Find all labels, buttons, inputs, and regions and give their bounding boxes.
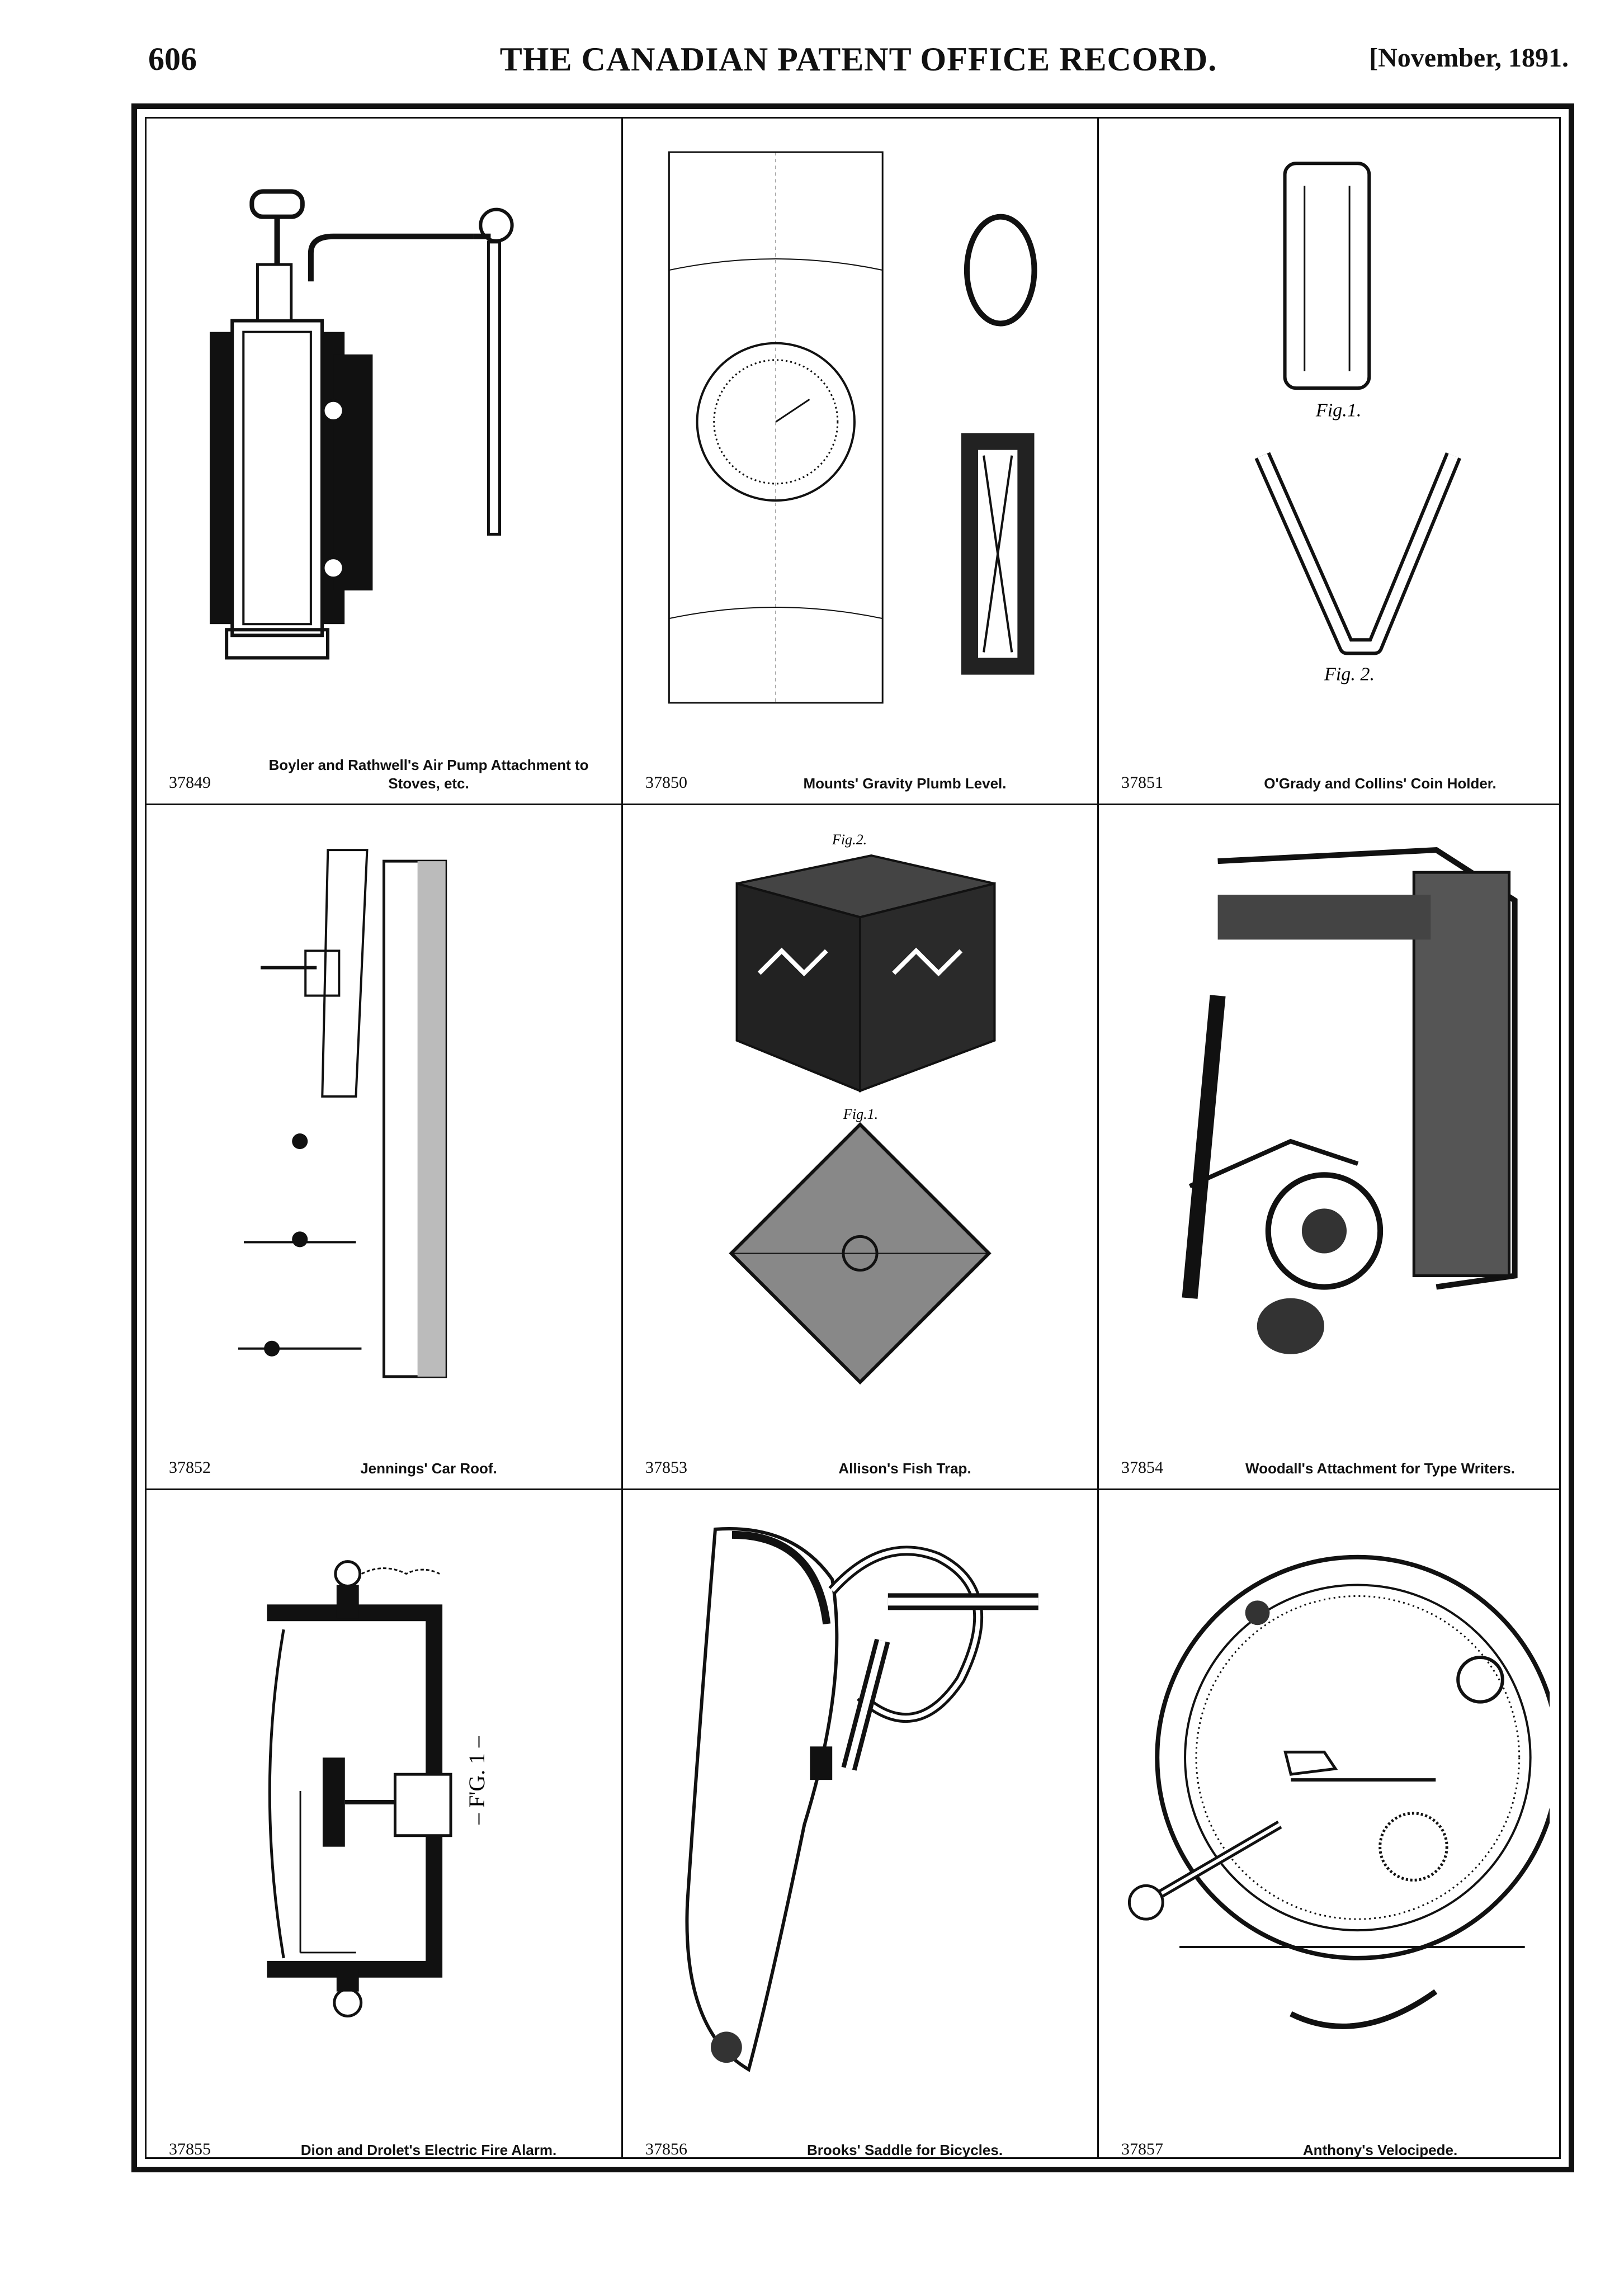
patent-number: 37853 <box>645 1458 687 1477</box>
grid-divider-vertical-1 <box>621 119 623 2157</box>
patent-cell-37857: 37857 Anthony's Velocipede. <box>1099 1490 1572 2170</box>
patent-number: 37854 <box>1121 1458 1163 1477</box>
patent-number: 37855 <box>169 2140 211 2158</box>
air-pump-drawing <box>169 141 599 720</box>
grid-divider-vertical-2 <box>1097 119 1099 2157</box>
coin-holder-drawing: Fig.1. Fig. 2. <box>1121 141 1550 720</box>
patent-number: 37850 <box>645 773 687 792</box>
bicycle-saddle-drawing <box>645 1513 1075 2086</box>
grid-divider-horizontal-2 <box>147 1488 1559 1490</box>
plumb-level-illustration <box>668 151 1037 704</box>
patent-number: 37849 <box>169 773 211 792</box>
typewriter-attachment-drawing <box>1121 828 1550 1405</box>
fire-alarm-illustration: – F'G. 1 – <box>267 1560 489 2017</box>
patent-caption: 37850 Mounts' Gravity Plumb Level. <box>645 736 1080 792</box>
patent-title: Boyler and Rathwell's Air Pump Attachmen… <box>268 757 589 792</box>
patent-cell-37849: 37849 Boyler and Rathwell's Air Pump Att… <box>147 119 621 804</box>
typewriter-attachment-illustration <box>1182 847 1518 1354</box>
patent-number: 37857 <box>1121 2140 1163 2158</box>
publication-title: THE CANADIAN PATENT OFFICE RECORD. <box>499 41 1217 78</box>
issue-date: [November, 1891. <box>1369 43 1569 73</box>
patent-title: Allison's Fish Trap. <box>838 1459 971 1477</box>
patent-caption: 37855 Dion and Drolet's Electric Fire Al… <box>169 2103 605 2159</box>
patent-cell-37850: 37850 Mounts' Gravity Plumb Level. <box>623 119 1097 804</box>
patent-title: Brooks' Saddle for Bicycles. <box>806 2141 1003 2158</box>
car-roof-illustration <box>238 849 447 1378</box>
patent-cell-37856: 37856 Brooks' Saddle for Bicycles. <box>623 1490 1097 2170</box>
velocipede-illustration <box>1127 1554 1550 2029</box>
patent-number: 37852 <box>169 1458 211 1477</box>
coin-holder-illustration: Fig.1. Fig. 2. <box>1254 162 1461 685</box>
patent-number: 37851 <box>1121 773 1163 792</box>
plumb-level-drawing <box>645 141 1075 720</box>
patent-caption: 37849 Boyler and Rathwell's Air Pump Att… <box>169 736 605 792</box>
fish-trap-drawing: Fig.2. Fig.1. <box>645 828 1075 1405</box>
patent-cell-37854: 37854 Woodall's Attachment for Type Writ… <box>1099 805 1572 1488</box>
air-pump-illustration <box>209 189 514 660</box>
patent-cell-37855: – F'G. 1 – 37855 Dion and Drolet's Elect… <box>147 1490 621 2170</box>
fish-trap-illustration: Fig.2. Fig.1. <box>729 831 996 1385</box>
patent-title: Dion and Drolet's Electric Fire Alarm. <box>300 2141 557 2158</box>
patent-title: Anthony's Velocipede. <box>1302 2141 1458 2158</box>
plate-frame: 37849 Boyler and Rathwell's Air Pump Att… <box>131 103 1574 2172</box>
patent-title: O'Grady and Collins' Coin Holder. <box>1264 774 1496 792</box>
patent-title: Mounts' Gravity Plumb Level. <box>803 774 1007 792</box>
patent-caption: 37853 Allison's Fish Trap. <box>645 1421 1080 1477</box>
bicycle-saddle-illustration <box>685 1527 1038 2072</box>
figure-label: Fig. 2. <box>1324 664 1375 685</box>
figure-label: Fig.1. <box>1315 400 1362 420</box>
patent-caption: 37854 Woodall's Attachment for Type Writ… <box>1121 1421 1555 1477</box>
patent-caption: 37851 O'Grady and Collins' Coin Holder. <box>1121 736 1555 792</box>
patent-caption: 37852 Jennings' Car Roof. <box>169 1421 605 1477</box>
car-roof-drawing <box>169 828 599 1405</box>
velocipede-drawing <box>1121 1513 1550 2086</box>
fire-alarm-drawing: – F'G. 1 – <box>169 1513 599 2086</box>
patent-caption: 37856 Brooks' Saddle for Bicycles. <box>645 2103 1080 2159</box>
patent-cell-37852: 37852 Jennings' Car Roof. <box>147 805 621 1488</box>
plate-grid: 37849 Boyler and Rathwell's Air Pump Att… <box>145 117 1561 2159</box>
patent-number: 37856 <box>645 2140 687 2158</box>
page-header: 606 THE CANADIAN PATENT OFFICE RECORD. [… <box>148 40 1569 85</box>
figure-label: – F'G. 1 – <box>464 1736 489 1825</box>
patent-caption: 37857 Anthony's Velocipede. <box>1121 2103 1555 2159</box>
patent-title: Jennings' Car Roof. <box>360 1459 497 1477</box>
patent-title: Woodall's Attachment for Type Writers. <box>1245 1459 1515 1477</box>
figure-label: Fig.1. <box>843 1106 878 1122</box>
patent-cell-37851: Fig.1. Fig. 2. 37851 O'Grady and Collins… <box>1099 119 1572 804</box>
patent-cell-37853: Fig.2. Fig.1. 37853 Allison's Fish Trap. <box>623 805 1097 1488</box>
page-number: 606 <box>148 41 197 77</box>
figure-label: Fig.2. <box>832 831 867 848</box>
grid-divider-horizontal-1 <box>147 804 1559 805</box>
